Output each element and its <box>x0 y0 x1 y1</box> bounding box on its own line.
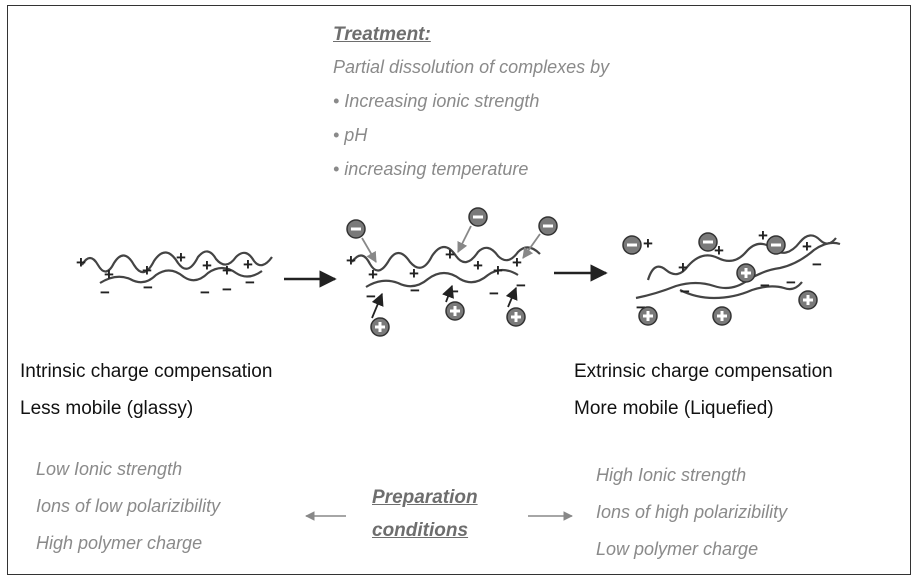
treatment-item-temperature: • increasing temperature <box>333 159 529 179</box>
right-state-line1: Extrinsic charge compensation <box>574 361 833 382</box>
minus-sign: − <box>366 287 376 306</box>
anion-minus-mark <box>627 243 637 247</box>
minus-sign: − <box>222 280 232 299</box>
minus-sign: − <box>786 273 796 292</box>
plus-sign: + <box>758 226 768 245</box>
right-state-line2: More mobile (Liquefied) <box>574 398 774 419</box>
plus-sign: + <box>802 237 812 256</box>
plus-sign: + <box>202 256 212 275</box>
anion-minus-mark <box>473 215 483 219</box>
ion-arrow <box>505 286 518 308</box>
left-charges: + + + + + + + − − − − − <box>76 248 255 302</box>
cation-plus-mark <box>720 311 724 321</box>
prep-left-item-1: Low Ionic strength <box>36 459 183 479</box>
minus-sign: − <box>636 298 646 317</box>
plus-sign: + <box>76 253 86 272</box>
middle-charges: + + + + + + + − − − − − <box>346 245 526 306</box>
plus-sign: + <box>714 241 724 260</box>
ion-arrow <box>442 284 454 303</box>
plus-sign: + <box>493 261 503 280</box>
anion-minus-mark <box>351 227 361 231</box>
plus-sign: + <box>346 251 356 270</box>
prep-label-line2: conditions <box>372 520 469 541</box>
prep-left-item-3: High polymer charge <box>36 533 203 553</box>
minus-sign: − <box>100 283 110 302</box>
treatment-item-ph: • pH <box>333 125 368 145</box>
prep-label-line1: Preparation <box>372 487 478 508</box>
cation-plus-mark <box>744 268 748 278</box>
minus-sign: − <box>760 276 770 295</box>
ion-arrow <box>361 237 377 263</box>
anion-minus-mark <box>771 243 781 247</box>
figure-frame <box>7 5 911 575</box>
prep-right-item-2: Ions of high polarizibility <box>596 502 788 522</box>
middle-chain-1 <box>351 245 541 272</box>
plus-sign: + <box>142 261 152 280</box>
plus-sign: + <box>445 245 455 264</box>
prep-right-item-1: High Ionic strength <box>596 465 747 485</box>
right-charges: + + + + + + − − − − − <box>636 226 822 317</box>
treatment-intro: Partial dissolution of complexes by <box>333 57 610 77</box>
plus-sign: + <box>104 265 114 284</box>
treatment-item-ionic: • Increasing ionic strength <box>333 91 540 111</box>
right-chain-1 <box>646 234 837 281</box>
anion-minus-mark <box>703 240 713 244</box>
minus-sign: − <box>489 284 499 303</box>
prep-right-item-3: Low polymer charge <box>596 539 759 559</box>
plus-sign: + <box>473 256 483 275</box>
plus-sign: + <box>368 265 378 284</box>
minus-sign: − <box>200 283 210 302</box>
ion-arrow <box>371 292 384 319</box>
ion-arrow <box>522 233 541 259</box>
treatment-heading: Treatment: <box>333 24 431 45</box>
minus-sign: − <box>410 281 420 300</box>
right-chain-3 <box>679 281 803 300</box>
minus-sign: − <box>812 255 822 274</box>
plus-sign: + <box>243 255 253 274</box>
left-state-line2: Less mobile (glassy) <box>20 398 194 419</box>
minus-sign: − <box>143 278 153 297</box>
plus-sign: + <box>409 264 419 283</box>
plus-sign: + <box>176 248 186 267</box>
right-free-ions <box>622 232 818 326</box>
cation-plus-mark <box>806 295 810 305</box>
left-chain-2 <box>99 266 263 284</box>
minus-sign: − <box>516 276 526 295</box>
ion-arrow <box>457 225 472 253</box>
prep-left-item-2: Ions of low polarizibility <box>36 496 221 516</box>
cation-plus-mark <box>646 311 650 321</box>
cation-plus-mark <box>453 306 457 316</box>
middle-polymer-complex <box>351 245 541 288</box>
plus-sign: + <box>222 261 232 280</box>
minus-sign: − <box>449 282 459 301</box>
middle-incoming-ions <box>346 207 558 337</box>
left-polymer-complex <box>81 250 273 284</box>
plus-sign: + <box>512 253 522 272</box>
anion-minus-mark <box>543 224 553 228</box>
plus-sign: + <box>678 258 688 277</box>
minus-sign: − <box>680 282 690 301</box>
left-state-line1: Intrinsic charge compensation <box>20 361 273 382</box>
cation-plus-mark <box>378 322 382 332</box>
minus-sign: − <box>245 273 255 292</box>
left-chain-1 <box>81 250 273 274</box>
cation-plus-mark <box>514 312 518 322</box>
middle-chain-2 <box>365 268 519 288</box>
plus-sign: + <box>643 234 653 253</box>
